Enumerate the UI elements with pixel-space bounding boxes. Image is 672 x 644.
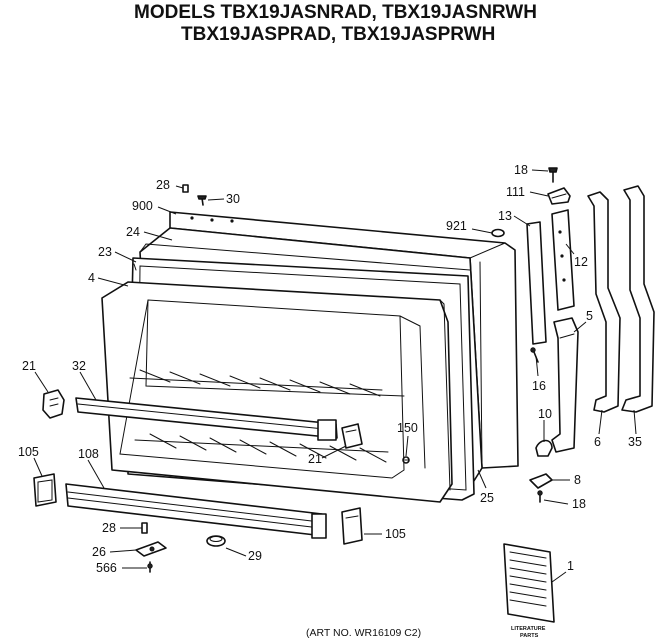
hinge-bracket-top — [547, 187, 571, 205]
bumper-29 — [206, 535, 226, 547]
callout-28-top: 28 — [156, 178, 170, 192]
callout-8: 8 — [574, 473, 581, 487]
pin-28-bottom — [141, 522, 148, 534]
door-stop-10 — [535, 439, 553, 457]
callout-numbers: 18 111 28 30 900 921 13 24 12 23 4 5 16 … — [18, 163, 642, 575]
callout-21-mid: 21 — [308, 452, 322, 466]
callout-24: 24 — [126, 225, 140, 239]
handle-6 — [587, 191, 621, 413]
callout-108: 108 — [78, 447, 99, 461]
callout-25: 25 — [480, 491, 494, 505]
callout-30: 30 — [226, 192, 240, 206]
hinge-bracket-5 — [551, 317, 579, 453]
screw-150 — [402, 456, 410, 464]
callout-1: 1 — [567, 559, 574, 573]
screw-28-top — [182, 184, 189, 193]
hinge-strip-12 — [551, 209, 575, 311]
inner-door-liner — [101, 281, 453, 503]
callout-32: 32 — [72, 359, 86, 373]
bottom-shelf-bar — [65, 483, 327, 539]
models-title-line-1: MODELS TBX19JASNRAD, TBX19JASNRWH — [134, 2, 537, 23]
callout-21-left: 21 — [22, 359, 36, 373]
literature-label-line-2: PARTS — [520, 633, 539, 639]
callout-900: 900 — [132, 199, 153, 213]
models-title-line-2: TBX19JASPRAD, TBX19JASPRWH — [181, 24, 495, 45]
hinge-screw-bottom — [537, 490, 543, 503]
callout-5: 5 — [586, 309, 593, 323]
callout-10: 10 — [538, 407, 552, 421]
leader-lines — [33, 169, 637, 583]
callout-6: 6 — [594, 435, 601, 449]
door-stop-strip-13 — [526, 221, 547, 345]
callout-150: 150 — [397, 421, 418, 435]
screw-566 — [147, 561, 153, 573]
callout-111: 111 — [506, 185, 525, 199]
callout-13: 13 — [498, 209, 512, 223]
callout-35: 35 — [628, 435, 642, 449]
bracket-26 — [135, 541, 167, 557]
callout-16: 16 — [532, 379, 546, 393]
callout-921: 921 — [446, 219, 467, 233]
callout-105-left: 105 — [18, 445, 39, 459]
callout-12: 12 — [574, 255, 588, 269]
hinge-plate-8 — [529, 473, 553, 489]
callout-28-bottom: 28 — [102, 521, 116, 535]
literature-label-line-1: LITERATURE — [511, 626, 546, 632]
art-number: (ART NO. WR16109 C2) — [306, 627, 421, 639]
callout-18-bottom: 18 — [572, 497, 586, 511]
callout-29: 29 — [248, 549, 262, 563]
callout-4: 4 — [88, 271, 95, 285]
shelf-end-cap-left-lower — [33, 473, 57, 507]
handle-35 — [621, 185, 655, 413]
plug-921 — [491, 228, 505, 238]
hinge-pin-screw-top — [548, 167, 558, 183]
callout-26: 26 — [92, 545, 106, 559]
screw-30 — [197, 195, 207, 206]
shelf-end-cap-left-upper — [42, 389, 65, 419]
callout-566: 566 — [96, 561, 117, 575]
door-shelf-bar — [75, 397, 338, 441]
callout-18-top: 18 — [514, 163, 528, 177]
screw-16 — [530, 347, 539, 363]
literature-booklet: LITERATURE PARTS — [503, 543, 555, 639]
callout-23: 23 — [98, 245, 112, 259]
callout-105-bottom: 105 — [385, 527, 406, 541]
shelf-end-cap-right-lower — [341, 507, 363, 545]
shelf-end-cap-right-upper — [341, 423, 363, 449]
